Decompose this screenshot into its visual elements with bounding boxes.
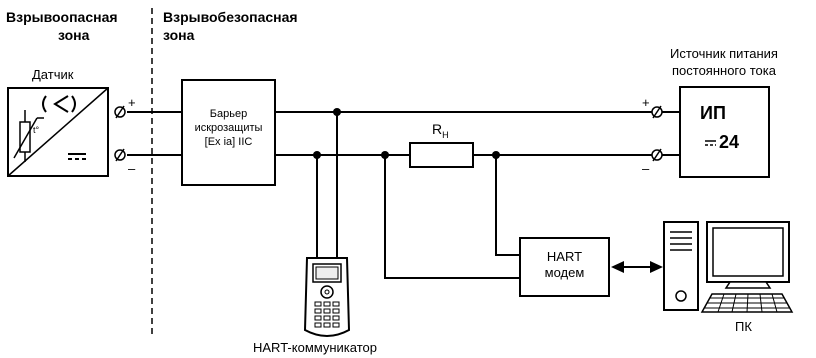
resistor-symbol: R xyxy=(432,121,443,137)
sensor-block: t° xyxy=(7,87,109,177)
power-supply-block xyxy=(679,86,770,178)
hart-modem-line-1: HART xyxy=(546,249,583,264)
barrier-label: Барьер искрозащиты [Ex ia] IIC xyxy=(182,107,275,149)
thermistor-icon xyxy=(13,110,44,162)
psu-minus-sign: – xyxy=(642,161,650,176)
sensor-label: Датчик xyxy=(32,67,74,82)
barrier-block xyxy=(181,79,276,186)
hart-communicator-icon xyxy=(303,257,351,337)
resistor-subscript: Н xyxy=(442,129,449,140)
hazardous-zone-title-line2: зона xyxy=(58,27,90,43)
resistor xyxy=(409,142,474,168)
junction-dot xyxy=(381,151,389,159)
monitor-icon xyxy=(706,221,790,289)
power-supply-code: ИП xyxy=(700,103,726,123)
dc-icon xyxy=(705,140,716,146)
pc-tower-icon xyxy=(663,221,699,311)
junction-dot xyxy=(333,108,341,116)
power-supply-caption-line-1: Источник питания xyxy=(670,46,778,61)
hart-modem-line-2: модем xyxy=(544,265,585,280)
hart-modem-label: HART модем xyxy=(520,249,609,281)
power-supply-caption-line-2: постоянного тока xyxy=(672,63,776,78)
sensor-minus-sign: – xyxy=(128,161,136,176)
temperature-mark: t° xyxy=(33,125,40,135)
junctions xyxy=(313,108,500,159)
hazardous-zone-title: Взрывоопасная xyxy=(6,9,118,25)
barrier-line-3: [Ex ia] IIC xyxy=(204,136,253,148)
double-arrow-icon xyxy=(611,261,663,273)
psu-plus-sign: + xyxy=(642,95,650,110)
terminals xyxy=(114,105,663,162)
power-supply-caption: Источник питания постоянного тока xyxy=(644,45,804,79)
resistor-label: RН xyxy=(432,121,449,140)
barrier-line-2: искрозащиты xyxy=(194,122,263,134)
barrier-line-1: Барьер xyxy=(209,108,248,120)
safe-zone-title: Взрывобезопасная xyxy=(163,9,298,25)
keyboard-icon xyxy=(700,293,794,313)
pc-label: ПК xyxy=(735,319,752,334)
junction-dot xyxy=(313,151,321,159)
dc-icon xyxy=(68,153,86,160)
hart-modem-block xyxy=(519,237,610,297)
safe-zone-title-line2: зона xyxy=(163,27,195,43)
wire-modem-upper xyxy=(495,155,520,256)
wire-modem-lower xyxy=(384,155,520,279)
power-supply-voltage: 24 xyxy=(719,132,740,152)
hart-communicator-label: HART-коммуникатор xyxy=(253,340,377,355)
sensor-plus-sign: + xyxy=(128,95,136,110)
signal-icon xyxy=(42,95,76,113)
junction-dot xyxy=(492,151,500,159)
